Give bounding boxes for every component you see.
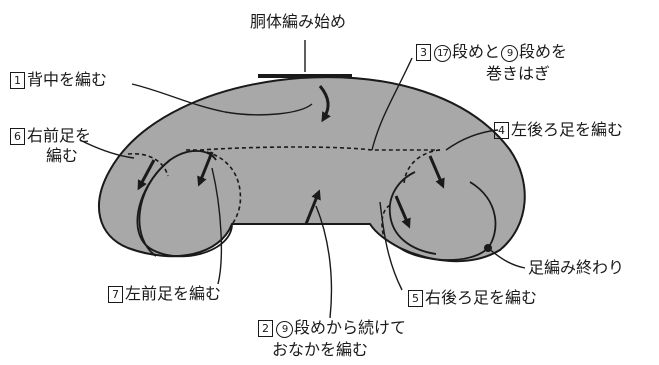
end-label: 足編み終わり bbox=[528, 258, 624, 278]
step5-number: 5 bbox=[408, 290, 423, 307]
step3-row-17: 17 bbox=[434, 45, 451, 62]
leader-back-right bbox=[379, 201, 403, 291]
start-label-text: 胴体編み始め bbox=[250, 12, 347, 31]
step1-number: 1 bbox=[10, 72, 25, 89]
step6-text-line1: 右前足を bbox=[27, 126, 92, 145]
step1-text: 背中を編む bbox=[27, 70, 108, 89]
arrow-belly bbox=[304, 189, 321, 225]
leader-front-right bbox=[79, 139, 135, 159]
dashed-belly-line bbox=[199, 146, 440, 151]
step5-text: 右後ろ足を編む bbox=[425, 288, 538, 307]
leader-back bbox=[131, 83, 313, 116]
step3-row-9: 9 bbox=[501, 45, 519, 62]
arrow-back-right bbox=[394, 195, 411, 229]
step4-text: 左後ろ足を編む bbox=[511, 120, 624, 139]
step3-text-line2: 巻きはぎ bbox=[486, 64, 551, 83]
step2-text-line2: おなかを編む bbox=[272, 340, 369, 359]
dashed-front-leg-2 bbox=[185, 149, 242, 225]
step4-number: 4 bbox=[494, 122, 509, 139]
step6-text-line2: 編む bbox=[46, 146, 79, 165]
step3-number: 3 bbox=[416, 44, 431, 61]
start-label: 胴体編み始め bbox=[250, 12, 346, 32]
step6-number: 6 bbox=[10, 128, 25, 145]
step3-text-end: 段めを bbox=[519, 42, 568, 61]
arrow-front-left bbox=[197, 151, 214, 187]
arrow-back-direction bbox=[318, 85, 331, 123]
step2-row-9: 9 bbox=[276, 321, 293, 338]
step2-number: 2 bbox=[258, 320, 273, 337]
step3-label-line2: 巻きはぎ bbox=[486, 64, 550, 84]
leader-front-left bbox=[211, 167, 223, 285]
step7-number: 7 bbox=[108, 286, 123, 303]
step3-text-mid: 段めと bbox=[452, 42, 501, 61]
body-shape bbox=[98, 76, 526, 263]
end-point-dot bbox=[484, 244, 492, 252]
arrow-front-right bbox=[137, 159, 156, 191]
step2-text-line1: 段めから続けて bbox=[294, 318, 407, 337]
end-label-text: 足編み終わり bbox=[528, 258, 625, 277]
leader-seam bbox=[371, 57, 413, 151]
leader-belly bbox=[315, 205, 333, 319]
step7-text: 左前足を編む bbox=[125, 284, 222, 303]
back-leg-outline bbox=[388, 171, 437, 255]
arrow-back-left bbox=[428, 155, 445, 189]
step2-label-line2: おなかを編む bbox=[272, 340, 368, 360]
step6-label-line2: 編む bbox=[46, 146, 78, 166]
dashed-back-leg-1 bbox=[403, 149, 441, 187]
leader-back-left bbox=[445, 129, 499, 151]
